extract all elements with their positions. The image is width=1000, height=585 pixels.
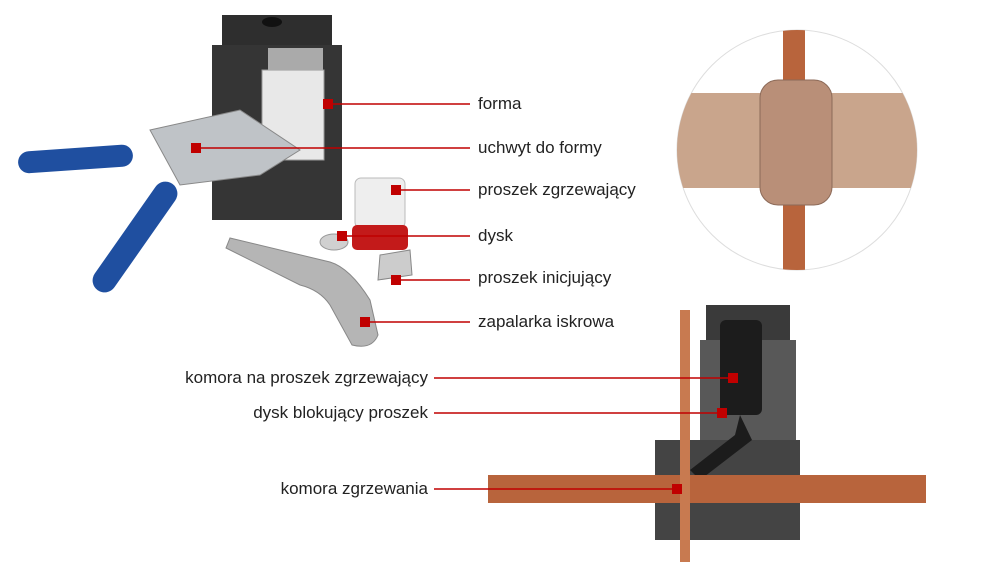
label-forma: forma <box>478 94 522 113</box>
copper-rod <box>680 310 690 562</box>
leader-lines <box>196 103 733 490</box>
mold-kit-photo <box>18 15 413 347</box>
weld-detail-photo <box>676 29 918 271</box>
spark-igniter <box>225 237 379 347</box>
clamp-handle-1 <box>18 144 133 174</box>
label-zapalarka-iskrowa: zapalarka iskrowa <box>478 312 615 331</box>
label-dysk-blokujacy: dysk blokujący proszek <box>253 403 428 422</box>
label-komora-zgrzewania: komora zgrzewania <box>280 479 428 498</box>
clamp-handle-2 <box>92 181 178 293</box>
label-uchwyt-do-formy: uchwyt do formy <box>478 138 602 157</box>
mold-section-photo <box>488 305 926 562</box>
label-dysk: dysk <box>478 226 513 245</box>
label-proszek-inicjujacy: proszek inicjujący <box>478 268 612 287</box>
starter-powder <box>377 249 413 281</box>
label-komora-na-proszek: komora na proszek zgrzewający <box>185 368 428 387</box>
leader-markers <box>191 99 738 494</box>
label-proszek-zgrzewajacy: proszek zgrzewający <box>478 180 636 199</box>
